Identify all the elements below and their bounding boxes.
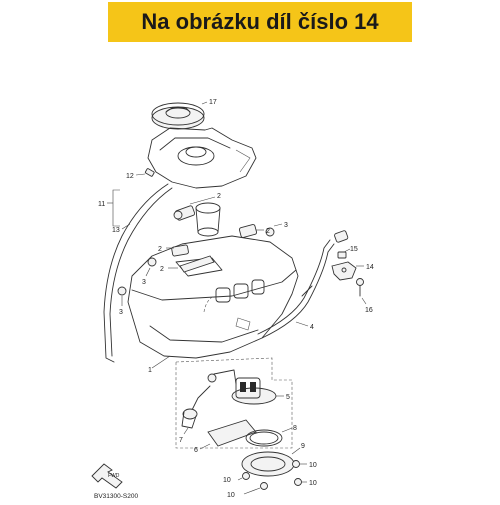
banner-text: Na obrázku díl číslo 14: [141, 9, 379, 34]
filler-neck: [195, 202, 221, 237]
callout-9: 9: [301, 443, 305, 450]
callout-10: 10: [309, 462, 317, 469]
hose-clamp: [144, 168, 155, 177]
diagram-code: BV31300-S200: [94, 493, 138, 500]
fwd-arrow: FWD: [91, 463, 123, 489]
callout-2: 2: [266, 228, 270, 235]
bolt: [117, 210, 275, 296]
fuel-hose: [257, 230, 349, 339]
retaining-plate: [241, 451, 302, 490]
callout-2: 2: [158, 246, 162, 253]
breather-hose-inner: [109, 187, 173, 357]
fwd-label: FWD: [108, 473, 120, 479]
callout-14: 14: [366, 264, 374, 271]
callout-12: 12: [126, 173, 134, 180]
fuel-tank: [127, 235, 299, 359]
o-ring: [245, 429, 283, 447]
callout-16: 16: [365, 307, 373, 314]
rubber-damper: [171, 205, 258, 273]
callout-10: 10: [309, 480, 317, 487]
callout-6: 6: [194, 447, 198, 454]
callout-2: 2: [160, 266, 164, 273]
callout-2: 2: [217, 193, 221, 200]
part-number-banner: Na obrázku díl číslo 14: [108, 2, 412, 42]
o-ring-inner: [249, 431, 279, 445]
fuel-pump-group-box: [175, 357, 293, 449]
tank-cover: [147, 127, 257, 189]
callout-3: 3: [142, 279, 146, 286]
callout-3: 3: [284, 222, 288, 229]
callout-10: 10: [227, 492, 235, 499]
callout-1: 1: [148, 367, 152, 374]
callout-8: 8: [293, 425, 297, 432]
callout-13: 13: [112, 227, 120, 234]
breather-hose: [103, 183, 169, 363]
callout-5: 5: [286, 394, 290, 401]
group-bracket-11: [112, 189, 120, 227]
fuel-pump: [181, 369, 277, 429]
callout-15: 15: [350, 246, 358, 253]
callout-4: 4: [310, 324, 314, 331]
fuel-cap: [151, 102, 205, 130]
callout-11: 11: [98, 201, 105, 208]
hose-bracket: [331, 251, 364, 297]
callout-17: 17: [209, 99, 217, 106]
callout-3: 3: [119, 309, 123, 316]
callout-7: 7: [179, 437, 183, 444]
callout-10: 10: [223, 477, 231, 484]
fuel-filter: [207, 419, 257, 447]
